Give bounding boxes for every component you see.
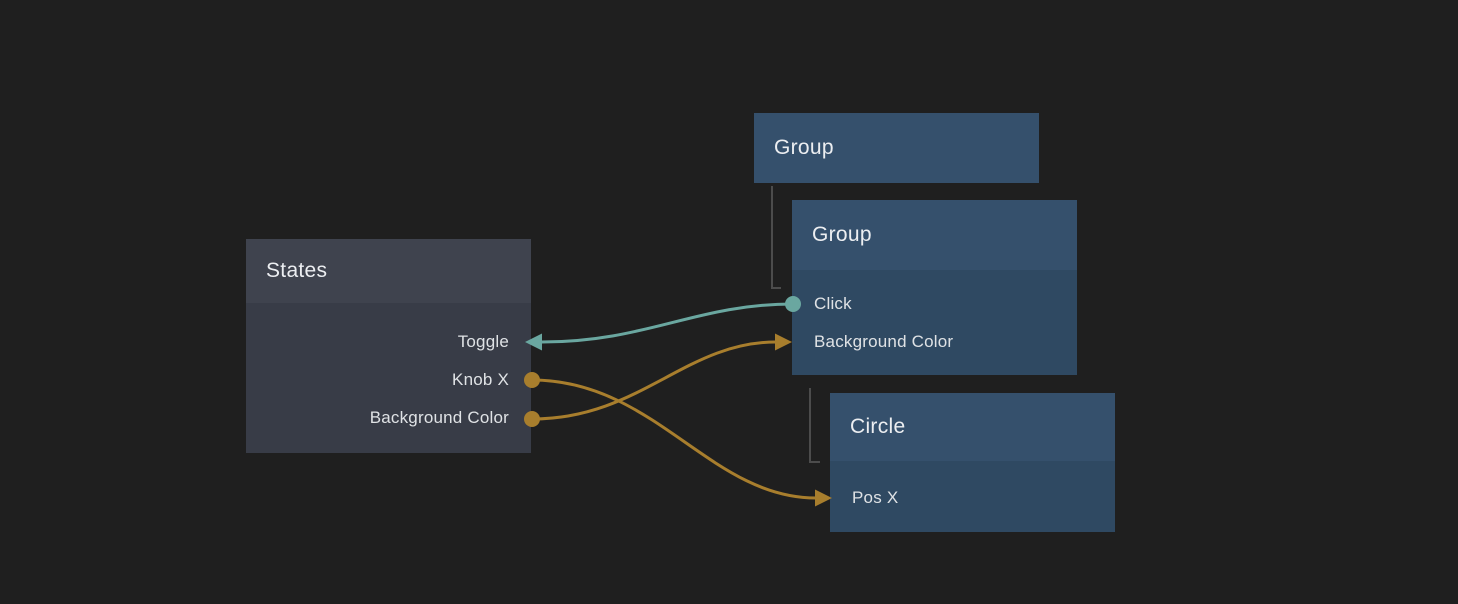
wire-click-to-toggle[interactable] (540, 302, 795, 344)
port-background-color-out[interactable]: Background Color (246, 399, 531, 437)
wire-knob-x-to-pos-x[interactable] (530, 378, 818, 500)
port-click-label: Click (814, 294, 852, 313)
node-circle-header[interactable]: Circle (830, 393, 1115, 461)
node-states[interactable]: States Toggle Knob X Background Color (246, 239, 531, 453)
node-group-inner-title: Group (812, 223, 872, 246)
port-knob-x[interactable]: Knob X (246, 361, 531, 399)
node-group-outer-header[interactable]: Group (754, 113, 1039, 183)
port-background-color-out-label: Background Color (369, 408, 509, 427)
wire-background-color-to-background-color[interactable] (530, 340, 778, 421)
port-toggle-label: Toggle (457, 332, 509, 351)
node-group-inner-header[interactable]: Group (792, 200, 1077, 270)
hierarchy-line-group2-to-circle (809, 388, 820, 463)
port-toggle[interactable]: Toggle (246, 323, 531, 361)
node-group-outer[interactable]: Group (754, 113, 1039, 183)
node-states-title: States (266, 259, 328, 282)
wire-arrowhead-background-color-to-background-color[interactable] (775, 333, 792, 351)
node-group-outer-title: Group (774, 136, 834, 159)
port-background-color-in-label: Background Color (814, 332, 954, 351)
node-group-inner[interactable]: Group Click Background Color (792, 200, 1077, 375)
node-states-body: Toggle Knob X Background Color (246, 303, 531, 453)
node-circle-body: Pos X (830, 461, 1115, 532)
hierarchy-line-group1-to-group2 (771, 186, 781, 289)
node-group-inner-body: Click Background Color (792, 270, 1077, 375)
port-pos-x[interactable]: Pos X (830, 479, 1115, 517)
port-knob-x-label: Knob X (452, 370, 509, 389)
port-pos-x-label: Pos X (852, 488, 899, 507)
port-click[interactable]: Click (792, 285, 1077, 323)
port-background-color-in[interactable]: Background Color (792, 323, 1077, 361)
node-states-header[interactable]: States (246, 239, 531, 303)
node-circle-title: Circle (850, 415, 906, 438)
node-circle[interactable]: Circle Pos X (830, 393, 1115, 532)
